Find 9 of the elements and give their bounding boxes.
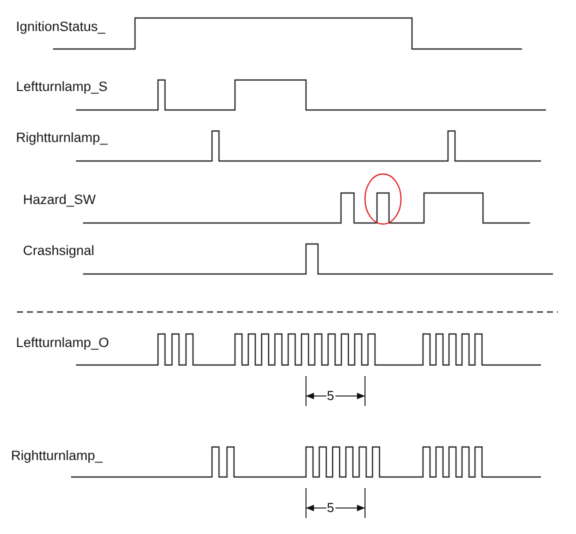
signal-name: Hazard_SW	[23, 193, 96, 206]
signal-name: Leftturnlamp_S	[16, 80, 108, 94]
dimension-value: 5	[326, 389, 336, 402]
signal-name: IgnitionStatus_	[16, 20, 106, 34]
dimension-value: 5	[326, 501, 336, 514]
signal-name: Crashsignal	[23, 244, 94, 258]
signal-name: Leftturnlamp_O	[16, 336, 110, 350]
signal-name: Rightturnlamp_	[11, 449, 103, 462]
signal-name: Rightturnlamp_	[16, 131, 108, 144]
